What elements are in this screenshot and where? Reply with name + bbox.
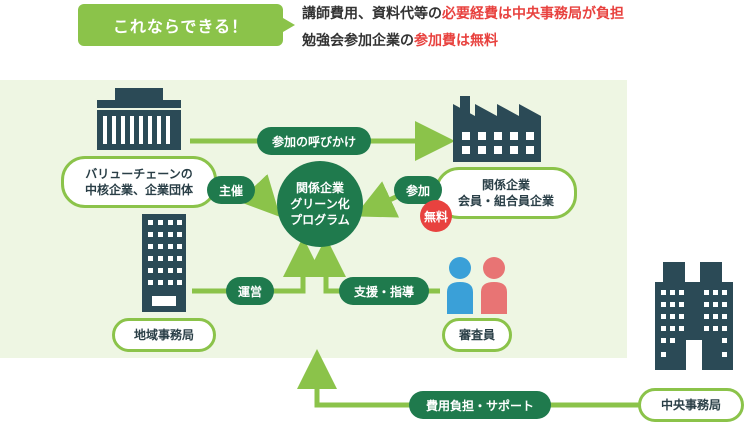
node-examiners: 審査員 (442, 318, 512, 352)
label-free-text: 無料 (423, 209, 448, 224)
note-2-prefix: 勉強会参加企業の (302, 33, 414, 49)
examiners-label: 審査員 (458, 328, 495, 342)
node-related-companies: 関係企業 会員・組合員企業 (435, 167, 577, 219)
callout-label: これならできる！ (112, 17, 249, 36)
program-line-1: 関係企業 (295, 181, 344, 195)
value-chain-line-2: 中核企業、企業団体 (84, 183, 193, 197)
note-line-1: 講師費用、資料代等の必要経費は中央事務局が負担 (302, 3, 624, 23)
central-office-label: 中央事務局 (660, 398, 721, 412)
label-host-text: 主催 (218, 183, 243, 198)
program-line-2: グリーン化 (290, 197, 350, 211)
label-cost-text: 費用負担・サポート (425, 398, 534, 413)
label-support-text: 支援・指導 (353, 284, 414, 299)
node-value-chain: バリューチェーンの 中核企業、企業団体 (61, 156, 217, 208)
label-host: 主催 (207, 176, 255, 204)
person-icon (447, 257, 507, 314)
note-2-highlight: 参加費は無料 (414, 33, 498, 49)
tower-icon (142, 214, 186, 312)
program-line-3: プログラム (290, 213, 350, 227)
factory-icon (453, 96, 541, 162)
office-building-icon (655, 262, 733, 370)
related-line-1: 関係企業 (481, 178, 530, 192)
note-1-highlight: 必要経費は中央事務局が負担 (442, 6, 624, 22)
related-line-2: 会員・組合員企業 (457, 194, 554, 208)
building-icon (97, 88, 181, 150)
label-support: 支援・指導 (339, 277, 429, 305)
label-free-badge: 無料 (420, 200, 452, 232)
node-regional-office: 地域事務局 (112, 318, 216, 352)
value-chain-line-1: バリューチェーンの (85, 167, 193, 181)
node-central-office: 中央事務局 (638, 388, 744, 422)
label-operate: 運営 (226, 277, 274, 305)
label-operate-text: 運営 (237, 284, 262, 299)
note-1-prefix: 講師費用、資料代等の (302, 6, 442, 22)
regional-office-label: 地域事務局 (133, 328, 194, 342)
node-program: 関係企業 グリーン化 プログラム (277, 161, 363, 247)
label-invite: 参加の呼びかけ (257, 127, 371, 155)
label-join-text: 参加 (405, 183, 430, 198)
join-arrow (354, 181, 400, 218)
callout-badge: これならできる！ (78, 4, 295, 46)
host-arrow (238, 174, 281, 217)
label-cost: 費用負担・サポート (409, 391, 551, 419)
note-line-2: 勉強会参加企業の参加費は無料 (302, 30, 498, 50)
label-invite-text: 参加の呼びかけ (271, 134, 356, 149)
label-join: 参加 (394, 176, 442, 204)
